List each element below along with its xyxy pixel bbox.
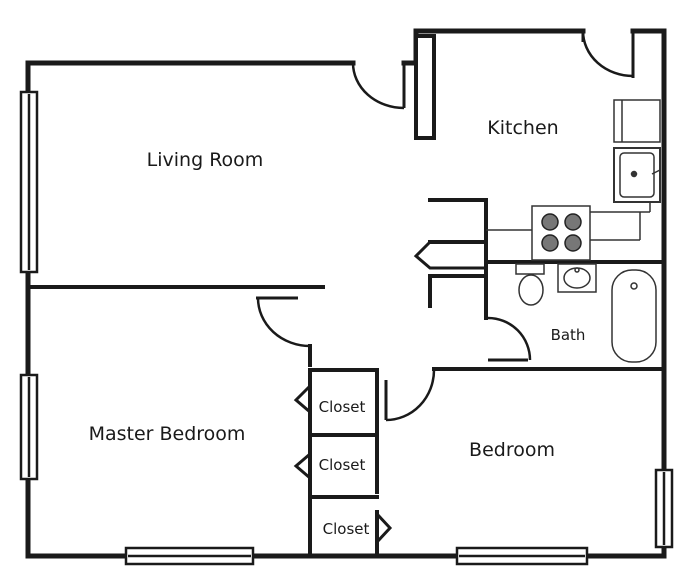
- window-master-left: [19, 373, 39, 481]
- room-label-master-bedroom: Master Bedroom: [89, 423, 246, 445]
- closet-label-3: Closet: [323, 520, 370, 538]
- closet-3-door-chevron: [375, 512, 393, 544]
- closet-door-markers: [293, 240, 486, 544]
- burner-icon: [541, 213, 559, 231]
- refrigerator: [613, 99, 661, 143]
- closet-label-1: Closet: [319, 398, 366, 416]
- window-bedroom-right: [654, 468, 674, 549]
- kitchen-back-door: [581, 30, 635, 78]
- room-label-bedroom: Bedroom: [469, 439, 555, 461]
- closet-2-door-chevron: [293, 452, 311, 480]
- interior-walls: [26, 198, 666, 554]
- pantry-door-chevron: [413, 240, 486, 270]
- bath-fixtures: [515, 263, 657, 363]
- windows: [19, 90, 674, 566]
- kitchen-pillar: [633, 31, 664, 33]
- window-master-bottom: [124, 546, 255, 566]
- bath-sink: [557, 263, 597, 293]
- burner-icon: [564, 234, 582, 252]
- toilet: [515, 263, 545, 306]
- kitchen-sink: [613, 147, 661, 203]
- kitchen-partition: [414, 34, 436, 140]
- bedroom-door: [384, 369, 436, 422]
- bath-door: [487, 316, 532, 362]
- entry-door: [351, 62, 406, 110]
- doors: [256, 30, 635, 422]
- counter: [486, 202, 651, 241]
- window-living-left: [19, 90, 39, 274]
- master-bedroom-door: [256, 296, 311, 348]
- closet-label-2: Closet: [319, 456, 366, 474]
- exterior-walls: [25, 28, 667, 559]
- burner-icon: [541, 234, 559, 252]
- kitchen-fixtures: [486, 99, 661, 261]
- bathtub: [611, 269, 657, 363]
- stove: [531, 205, 591, 261]
- labels: Living Room Kitchen Master Bedroom Bedro…: [89, 117, 586, 538]
- closet-1-door-chevron: [293, 384, 312, 414]
- window-bedroom-bottom: [455, 546, 589, 566]
- room-label-kitchen: Kitchen: [487, 117, 558, 139]
- burner-icon: [564, 213, 582, 231]
- room-label-bath: Bath: [551, 326, 586, 344]
- room-label-living-room: Living Room: [147, 149, 264, 171]
